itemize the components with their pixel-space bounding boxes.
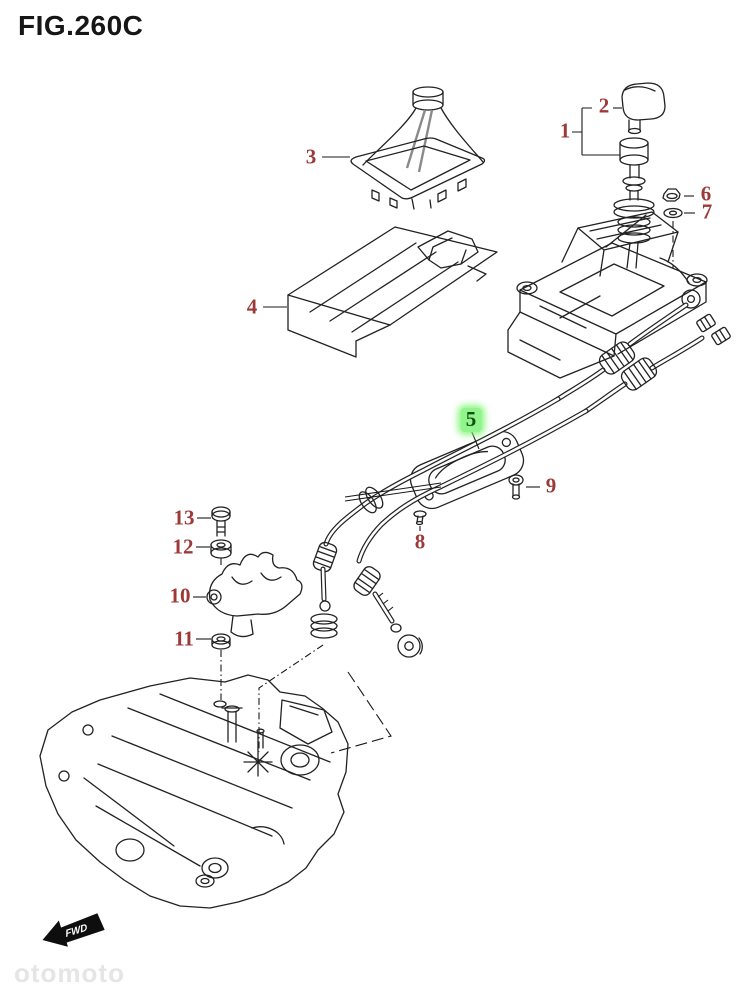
shift-boot [351, 87, 484, 209]
shift-lever [614, 138, 654, 268]
callout-2: 2 [598, 93, 610, 118]
cable-end-sockets [682, 290, 731, 345]
callout-12: 12 [172, 534, 194, 559]
callout-1: 1 [559, 118, 571, 143]
callout-4: 4 [246, 294, 258, 319]
nut-6 [663, 189, 680, 201]
clip-8 [414, 511, 426, 525]
shift-cables [311, 305, 702, 657]
callout-13: 13 [173, 505, 195, 530]
bolt-9 [509, 475, 523, 499]
reference-leaders [259, 645, 391, 753]
callout-10: 10 [169, 583, 191, 608]
bolt-13 [212, 507, 230, 536]
cable-bracket-10 [207, 552, 302, 636]
nut-11 [212, 634, 230, 649]
shifter-base [508, 212, 707, 378]
callout-8: 8 [414, 529, 426, 554]
callout-6: 6 [700, 181, 712, 206]
figure-title: FIG.260C [18, 10, 144, 41]
bushing-12 [211, 540, 231, 558]
watermark: otomoto [14, 958, 125, 988]
callout-3: 3 [305, 144, 317, 169]
washer-7 [664, 209, 682, 218]
callout-5-highlighted: 5 [460, 408, 482, 432]
callout-7: 7 [701, 199, 713, 224]
callout-leader-lines [193, 108, 695, 639]
shift-knob [622, 83, 665, 134]
fwd-arrow: FWD [40, 910, 106, 953]
transaxle [40, 675, 348, 908]
console-cover [288, 227, 497, 357]
callout-11: 11 [174, 626, 194, 651]
callout-9: 9 [545, 473, 557, 498]
